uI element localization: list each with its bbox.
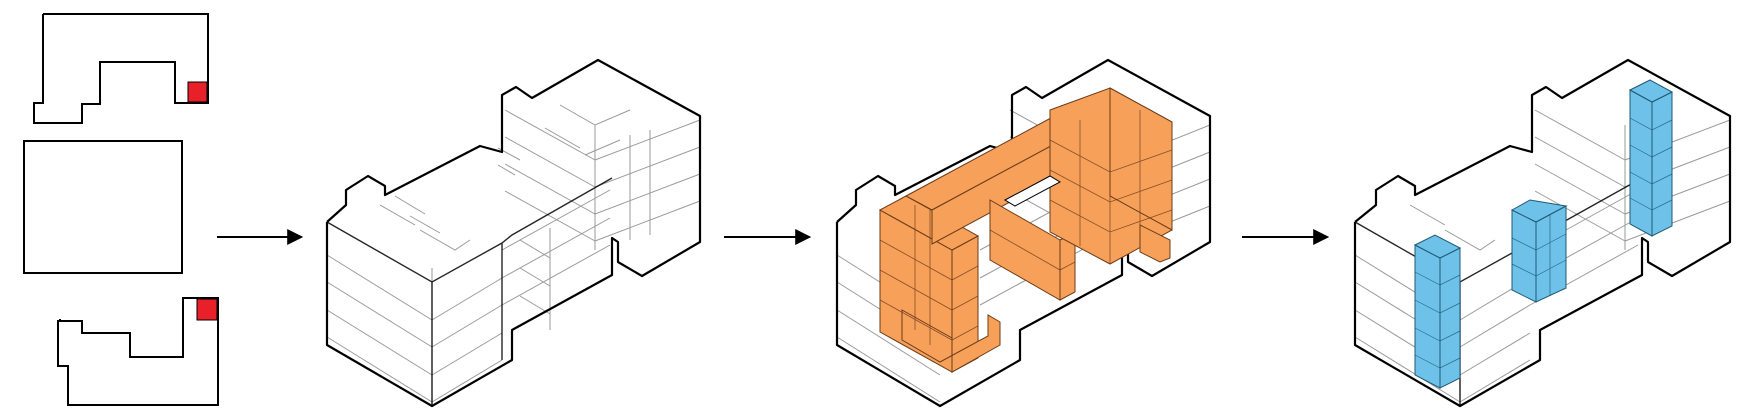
red-square-marker: [188, 82, 207, 102]
red-square-marker: [197, 299, 217, 320]
blue-core-left: [1415, 245, 1440, 388]
blue-core-middle: [1512, 210, 1536, 302]
floor-plans-panel: [24, 14, 218, 405]
massing-core-highlight: [1355, 60, 1730, 406]
floor-plan-middle: [24, 141, 182, 273]
massing-circulation-highlight: [837, 60, 1210, 406]
floor-plan-top: [34, 14, 208, 123]
floor-plan-bottom: [58, 298, 218, 405]
massing-white: [327, 60, 700, 406]
massing-outline: [327, 60, 700, 406]
blue-core-right: [1630, 90, 1652, 236]
